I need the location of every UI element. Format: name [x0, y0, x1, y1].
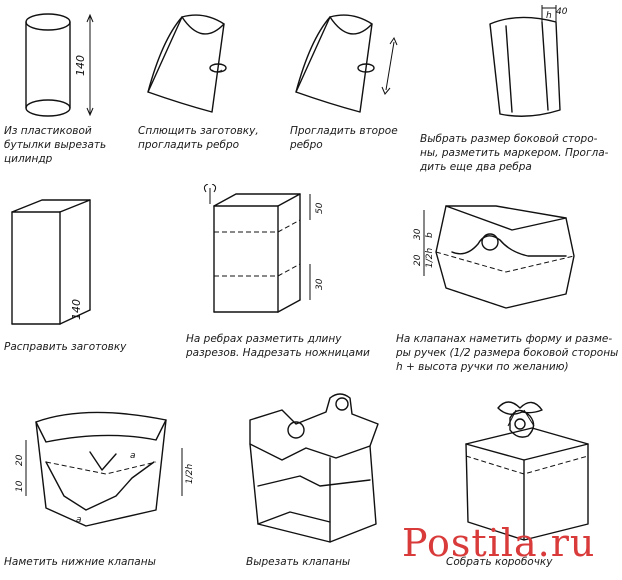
step-8-dim-a-left: a: [76, 515, 82, 525]
step-4-side-size-drawing: 40 h: [489, 5, 568, 117]
step-8-bottom-flaps-drawing: 10 20 1/2h a a: [15, 411, 195, 527]
step-7-caption: На клапанах наметить форму и разме- ры р…: [396, 333, 619, 373]
step-1-dim-140: 140: [74, 55, 87, 76]
step-3-second-edge-drawing: [295, 14, 398, 113]
step-8-caption: Наметить нижние клапаны: [4, 556, 156, 568]
step-7-dim-b: b: [425, 232, 435, 238]
step-4-dim-h: h: [546, 11, 552, 21]
step-2-flatten-drawing: [147, 14, 227, 113]
step-3-caption: Прогладить второе ребро: [290, 125, 398, 151]
step-5-dim-140: 140: [70, 299, 83, 320]
step-6-dim-30: 30: [315, 278, 325, 290]
step-1-cylinder-drawing: 140: [25, 13, 94, 117]
step-6-caption: На ребрах разметить длину разрезов. Надр…: [186, 333, 370, 359]
step-7-dim-20: 20: [413, 254, 423, 266]
step-4-dim-40: 40: [556, 7, 568, 17]
step-8-dim-half-h: 1/2h: [185, 464, 195, 484]
step-8-dim-20: 20: [15, 454, 25, 466]
step-8-dim-a-right: a: [130, 451, 136, 461]
step-1-caption: Из пластиковой бутылки вырезать цилиндр: [4, 125, 107, 165]
step-10-caption: Собрать коробочку: [446, 556, 553, 568]
step-6-dim-50: 50: [315, 202, 325, 214]
postila-watermark: Postila.ru: [402, 521, 595, 565]
watermark-text: Postila.ru: [402, 521, 595, 565]
step-2-caption: Сплющить заготовку, прогладить ребро: [138, 125, 259, 151]
step-7-dim-30: 30: [413, 228, 423, 240]
step-5-caption: Расправить заготовку: [4, 341, 127, 353]
step-6-mark-cuts-drawing: 50 30: [203, 184, 325, 313]
step-8-dim-10: 10: [15, 480, 25, 492]
step-5-unfolded-drawing: 140: [11, 199, 91, 325]
step-9-caption: Вырезать клапаны: [246, 556, 351, 568]
step-4-caption: Выбрать размер боковой сторо- ны, размет…: [420, 133, 609, 173]
step-7-handles-drawing: 20 30 b 1/2h: [413, 205, 575, 309]
step-7-dim-half-h: 1/2h: [425, 248, 435, 268]
step-10-assembled-box-drawing: [465, 401, 589, 541]
step-9-cut-flaps-drawing: [249, 393, 379, 543]
